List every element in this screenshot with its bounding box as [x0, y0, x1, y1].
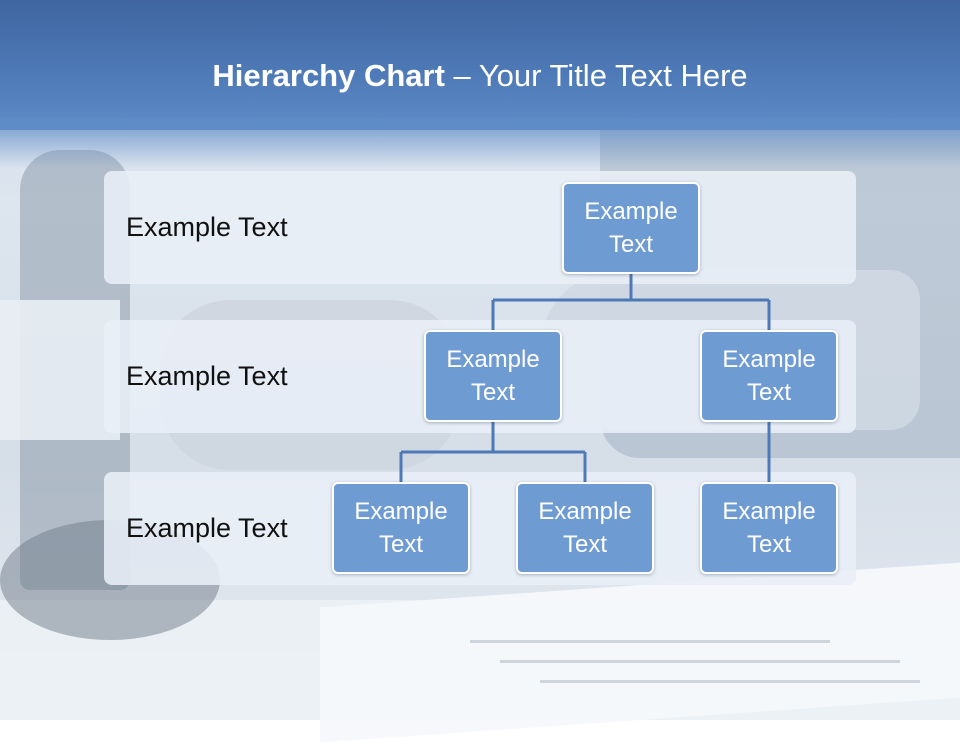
- node-text-line1: Example: [722, 346, 816, 373]
- node-text-line1: Example: [354, 498, 448, 525]
- level-label-3[interactable]: Example Text: [126, 513, 288, 543]
- title-bold: Hierarchy Chart: [212, 58, 445, 93]
- title-dash: –: [444, 58, 479, 93]
- title-banner: [0, 0, 960, 130]
- level-label-2[interactable]: Example Text: [126, 361, 288, 391]
- paper-line: [470, 640, 830, 643]
- node-text-line2: Text: [746, 379, 791, 406]
- connector-root-to-l2: [491, 274, 771, 330]
- node-text-line2: Text: [746, 531, 791, 558]
- connector-l2a-to-l3: [399, 422, 587, 482]
- node-text-line1: Example: [584, 198, 678, 225]
- node-text-line2: Text: [562, 531, 607, 558]
- keyboard-shape: [0, 300, 120, 440]
- level-band-1: Example Text: [104, 171, 856, 284]
- slide-title[interactable]: Hierarchy Chart – Your Title Text Here: [0, 52, 960, 100]
- paper-line: [540, 680, 920, 683]
- node-text-line1: Example: [446, 346, 540, 373]
- node-text-line2: Text: [608, 231, 653, 258]
- title-rest: Your Title Text Here: [478, 58, 748, 93]
- node-text-line2: Text: [378, 531, 423, 558]
- node-text-line1: Example: [722, 498, 816, 525]
- node-text-line1: Example: [538, 498, 632, 525]
- connector-lines: [399, 274, 771, 482]
- paper-line: [500, 660, 900, 663]
- node-text-line2: Text: [470, 379, 515, 406]
- level-label-1[interactable]: Example Text: [126, 212, 288, 242]
- banner-fade: [0, 118, 960, 168]
